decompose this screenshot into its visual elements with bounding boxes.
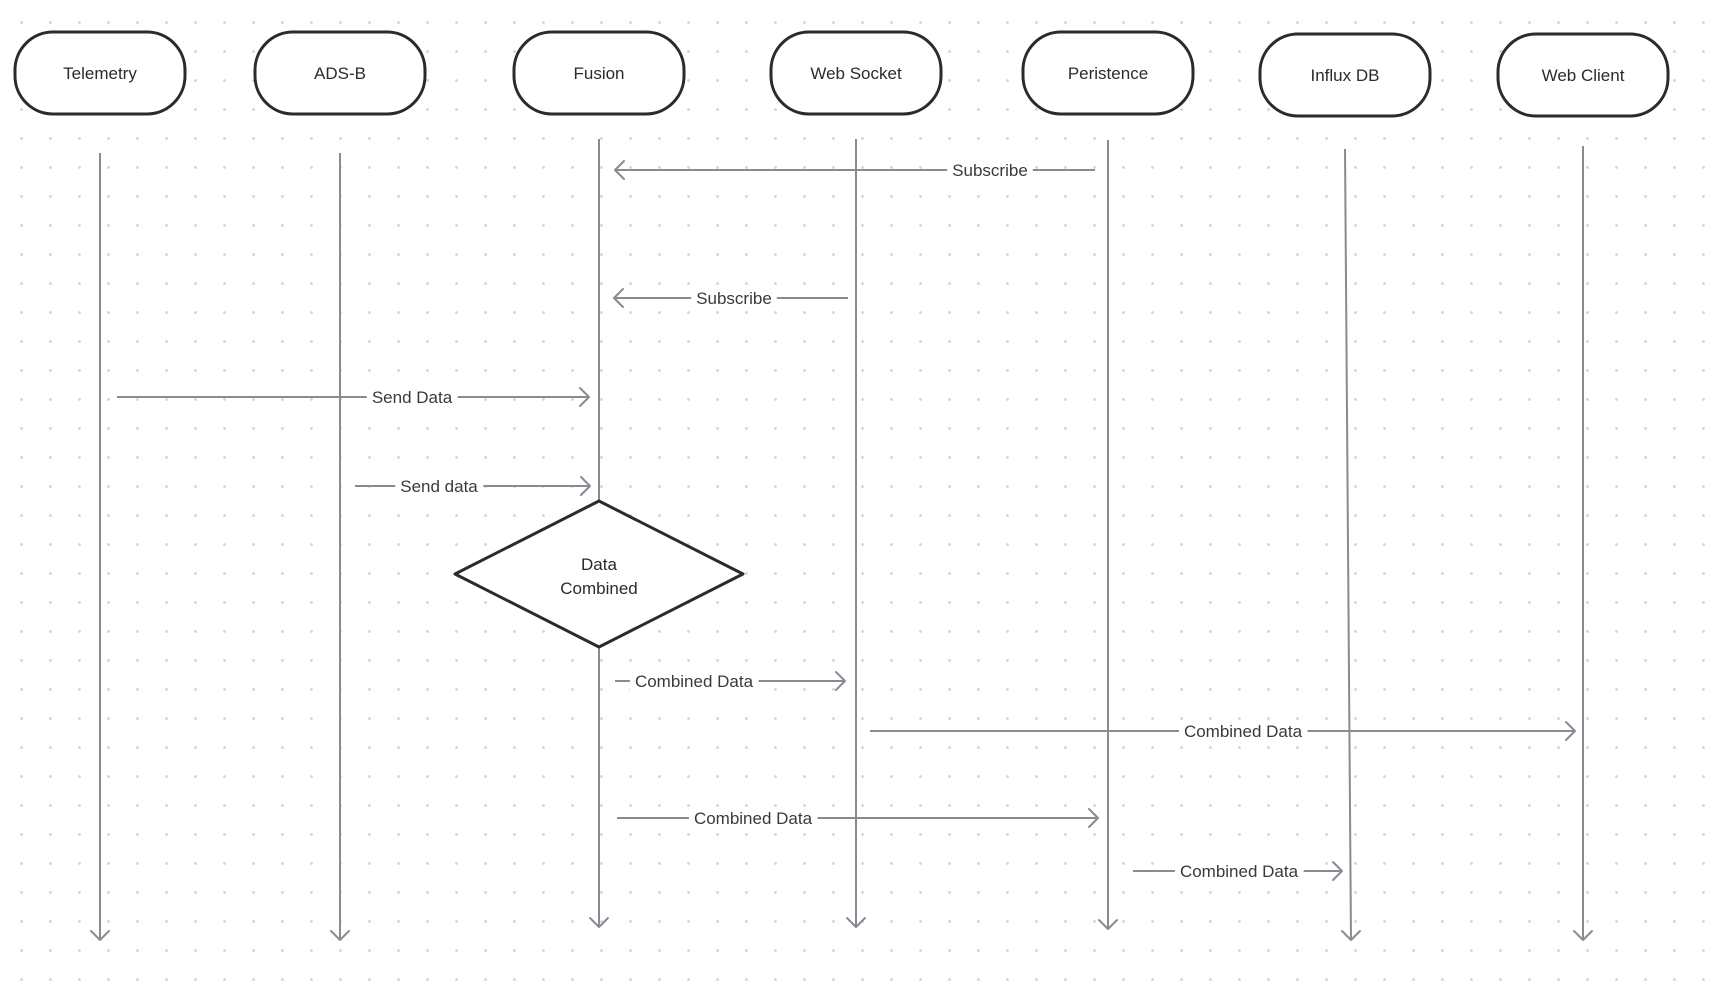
actor-webclient[interactable]: Web Client [1496, 32, 1670, 118]
actor-label: ADS-B [314, 64, 366, 83]
message-arrow [1565, 721, 1576, 741]
message-arrow [835, 671, 846, 691]
actor-label: Web Socket [810, 64, 902, 83]
lifeline-arrow-persistence [1098, 919, 1118, 930]
message-label-bg [947, 159, 1033, 182]
message-label: Combined Data [635, 672, 754, 691]
decision-diamond[interactable] [453, 499, 745, 649]
message-5: Combined Data [615, 670, 846, 693]
lifeline-arrow-webclient [1573, 930, 1593, 941]
message-7: Combined Data [617, 807, 1099, 830]
message-label: Send Data [372, 388, 453, 407]
message-arrow [580, 476, 591, 496]
message-1: Subscribe [614, 159, 1095, 182]
message-label-bg [691, 287, 777, 310]
message-2: Subscribe [613, 287, 848, 310]
actor-box[interactable] [1021, 30, 1195, 116]
message-label: Combined Data [1184, 722, 1303, 741]
message-label-bg [1178, 720, 1308, 743]
actor-persistence[interactable]: Peristence [1021, 30, 1195, 116]
message-label: Subscribe [952, 161, 1028, 180]
actor-box[interactable] [253, 30, 427, 116]
actor-label: Peristence [1068, 64, 1148, 83]
message-3: Send Data [117, 386, 590, 409]
actor-box[interactable] [512, 30, 686, 116]
lifeline-arrow-telemetry [90, 930, 110, 941]
actor-influxdb[interactable]: Influx DB [1258, 32, 1432, 118]
message-label: Combined Data [694, 809, 813, 828]
actor-websocket[interactable]: Web Socket [769, 30, 943, 116]
message-arrow [614, 160, 625, 180]
decision-label-line: Combined [560, 579, 638, 598]
message-label-bg [1174, 860, 1304, 883]
actor-box[interactable] [13, 30, 187, 116]
actor-label: Influx DB [1311, 66, 1380, 85]
lifeline-arrow-websocket [846, 917, 866, 928]
actor-fusion[interactable]: Fusion [512, 30, 686, 116]
message-label-bg [629, 670, 759, 693]
message-arrow [613, 288, 624, 308]
actor-adsb[interactable]: ADS-B [253, 30, 427, 116]
actors: Telemetry ADS-B Fusion Web Socket Peristence… [13, 30, 1670, 118]
message-label: Combined Data [1180, 862, 1299, 881]
message-label: Send data [400, 477, 478, 496]
actor-box[interactable] [1496, 32, 1670, 118]
actor-label: Telemetry [63, 64, 137, 83]
message-4: Send data [355, 475, 591, 498]
message-8: Combined Data [1133, 860, 1343, 883]
lifeline-influxdb [1344, 148, 1352, 941]
decision-label-line: Data [581, 555, 617, 574]
actor-label: Web Client [1542, 66, 1625, 85]
message-arrow [1088, 808, 1099, 828]
message-label-bg [688, 807, 818, 830]
actor-box[interactable] [769, 30, 943, 116]
actor-telemetry[interactable]: Telemetry [13, 30, 187, 116]
message-arrow [579, 387, 590, 407]
message-label-bg [395, 475, 484, 498]
actor-label: Fusion [573, 64, 624, 83]
lifeline-arrow-adsb [330, 930, 350, 941]
message-label: Subscribe [696, 289, 772, 308]
lifeline-arrow-influxdb [1341, 930, 1361, 941]
message-6: Combined Data [870, 720, 1576, 743]
lifelines [90, 139, 1593, 941]
lifeline-arrow-fusion [589, 917, 609, 928]
actor-box[interactable] [1258, 32, 1432, 118]
message-label-bg [366, 386, 458, 409]
message-arrow [1332, 861, 1343, 881]
